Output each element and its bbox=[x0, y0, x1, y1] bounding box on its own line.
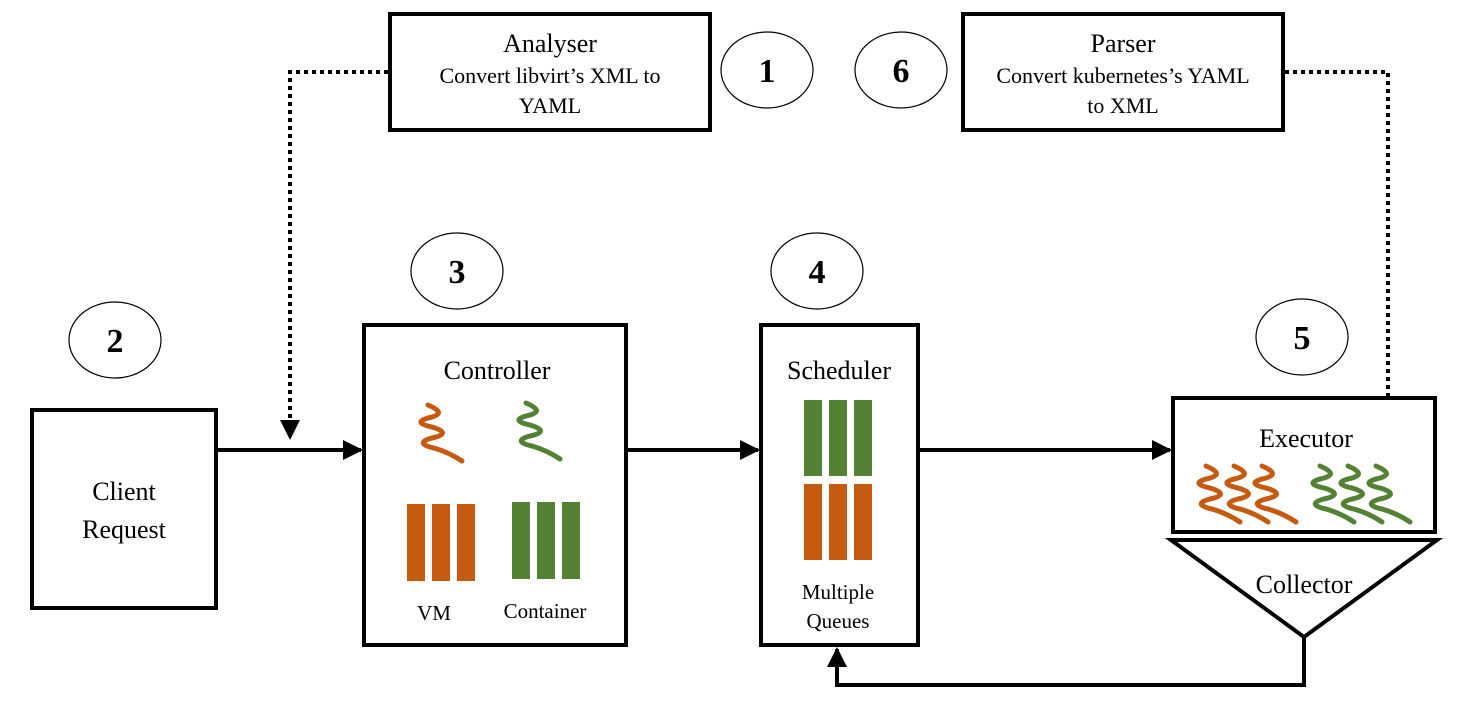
step-6-circle: 6 bbox=[854, 31, 948, 109]
analyser-line1: Convert libvirt’s XML to bbox=[439, 63, 660, 88]
step-4-label: 4 bbox=[809, 254, 826, 291]
step-3-circle: 3 bbox=[410, 232, 504, 310]
step-3-label: 3 bbox=[449, 254, 466, 291]
executor-title: Executor bbox=[1259, 424, 1353, 453]
scheduler-box: Scheduler Multiple Queues bbox=[759, 323, 920, 647]
parser-title: Parser bbox=[1091, 29, 1156, 58]
arrow-collector-to-scheduler bbox=[827, 637, 1306, 687]
parser-box: Parser Convert kubernetes’s YAML to XML bbox=[961, 12, 1285, 132]
scheduler-title: Scheduler bbox=[787, 356, 891, 385]
scheduler-container-queues bbox=[804, 400, 872, 476]
parser-line1: Convert kubernetes’s YAML bbox=[996, 63, 1249, 88]
scheduler-line1: Multiple bbox=[802, 580, 874, 604]
step-5-circle: 5 bbox=[1255, 298, 1349, 376]
scheduler-vm-queues bbox=[804, 484, 872, 560]
parser-dotted-connector bbox=[1285, 70, 1398, 440]
step-4-circle: 4 bbox=[770, 232, 864, 310]
collector-title: Collector bbox=[1256, 570, 1353, 599]
step-1-circle: 1 bbox=[720, 31, 814, 109]
client-line2: Request bbox=[82, 515, 167, 544]
container-label: Container bbox=[504, 599, 587, 623]
step-2-circle: 2 bbox=[68, 301, 162, 379]
vm-label: VM bbox=[417, 601, 451, 625]
container-queue-bars bbox=[512, 502, 580, 579]
step-6-label: 6 bbox=[893, 53, 910, 90]
executor-box: Executor bbox=[1171, 396, 1437, 534]
client-line1: Client bbox=[92, 477, 156, 506]
analyser-dotted-connector bbox=[280, 70, 388, 440]
analyser-box: Analyser Convert libvirt’s XML to YAML bbox=[388, 12, 712, 132]
analyser-line2: YAML bbox=[519, 93, 581, 118]
collector-funnel: Collector bbox=[1164, 538, 1444, 640]
step-1-label: 1 bbox=[759, 53, 776, 90]
step-5-label: 5 bbox=[1294, 320, 1311, 357]
client-request-box: Client Request bbox=[30, 408, 218, 610]
vm-queue-bars bbox=[407, 504, 475, 581]
parser-line2: to XML bbox=[1087, 93, 1159, 118]
controller-title: Controller bbox=[444, 356, 551, 385]
analyser-title: Analyser bbox=[503, 29, 597, 58]
step-2-label: 2 bbox=[107, 323, 124, 360]
scheduler-line2: Queues bbox=[807, 609, 870, 633]
controller-box: Controller VM Container bbox=[362, 323, 628, 647]
